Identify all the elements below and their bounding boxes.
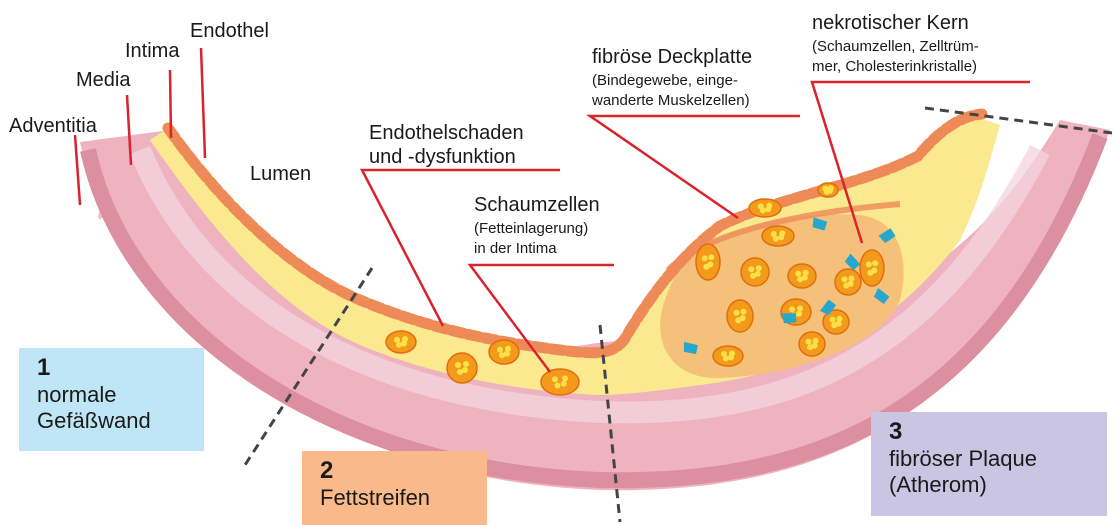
stage-1-line1: normale	[37, 382, 192, 408]
foam-cell	[541, 369, 579, 395]
foam-cell	[749, 199, 781, 217]
foam-cell	[741, 258, 769, 286]
label-adventitia: Adventitia	[9, 115, 97, 137]
stage-3-line1: fibröser Plaque	[889, 446, 1095, 472]
label-deckplatte-sub2: wanderte Muskelzellen)	[592, 92, 750, 110]
label-schaumzellen-sub2: in der Intima	[474, 240, 557, 258]
label-kern-sub2: mer, Cholesterinkristalle)	[812, 58, 977, 76]
leader-endothel	[201, 48, 205, 158]
label-nekrotischer-kern: nekrotischer Kern	[812, 12, 969, 34]
foam-cell	[835, 269, 861, 295]
stage-3-line2: (Atherom)	[889, 472, 1095, 498]
label-dysfunktion: und -dysfunktion	[369, 146, 516, 168]
foam-cell	[489, 340, 519, 364]
foam-cell	[860, 250, 884, 286]
label-schaumzellen-sub1: (Fetteinlagerung)	[474, 220, 588, 238]
label-media: Media	[76, 69, 130, 91]
foam-cell	[447, 353, 477, 383]
label-kern-sub1: (Schaumzellen, Zelltrüm-	[812, 38, 979, 56]
label-deckplatte: fibröse Deckplatte	[592, 46, 752, 68]
foam-cell	[696, 244, 720, 280]
label-endothelschaden: Endothelschaden	[369, 122, 524, 144]
label-endothel: Endothel	[190, 20, 269, 42]
foam-cell	[727, 300, 753, 332]
foam-cell	[788, 264, 816, 288]
leader-adventitia	[75, 135, 80, 205]
stage-2-line1: Fettstreifen	[320, 485, 475, 511]
foam-cell	[386, 331, 416, 353]
foam-cell	[762, 226, 794, 246]
label-intima: Intima	[125, 40, 179, 62]
stage-3-box: 3 fibröser Plaque (Atherom)	[871, 412, 1107, 516]
label-lumen: Lumen	[250, 163, 311, 185]
leader-intima	[170, 70, 171, 138]
foam-cell	[713, 346, 743, 366]
stage-2-number: 2	[320, 457, 475, 485]
stage-1-number: 1	[37, 354, 192, 382]
stage-2-box: 2 Fettstreifen	[302, 451, 487, 525]
label-schaumzellen: Schaumzellen	[474, 194, 600, 216]
label-deckplatte-sub1: (Bindegewebe, einge-	[592, 72, 738, 90]
stage-3-number: 3	[889, 418, 1095, 446]
stage-1-box: 1 normale Gefäßwand	[19, 348, 204, 451]
foam-cell	[799, 332, 825, 356]
foam-cell	[818, 183, 838, 197]
stage-1-line2: Gefäßwand	[37, 408, 192, 434]
